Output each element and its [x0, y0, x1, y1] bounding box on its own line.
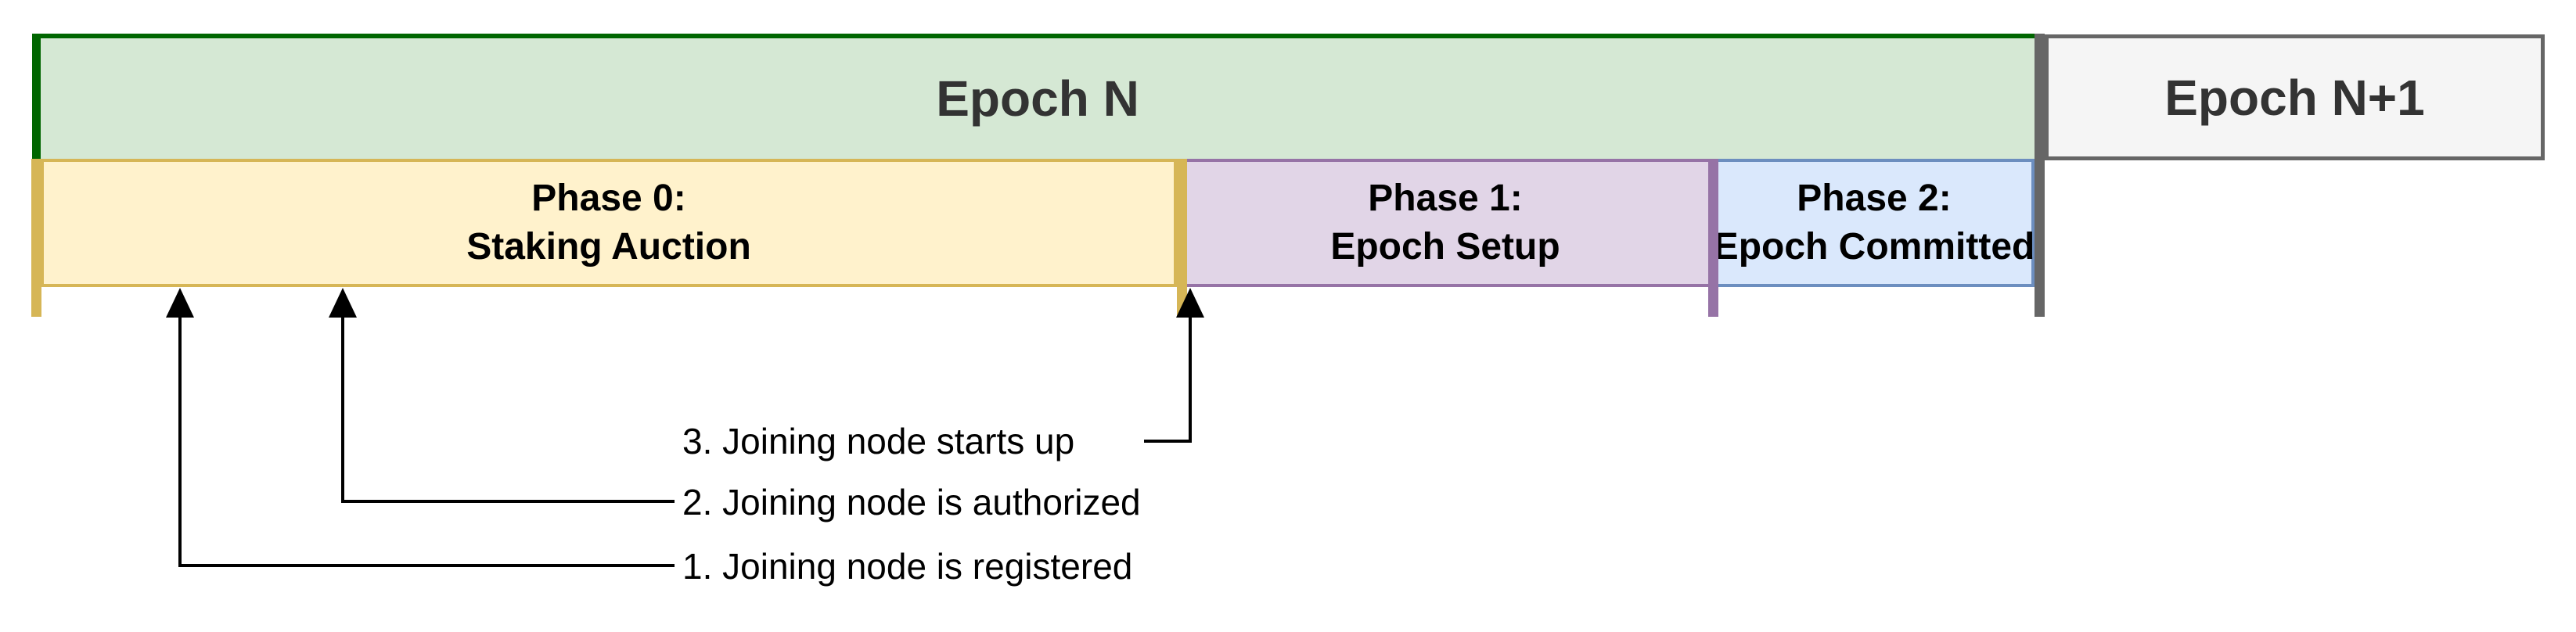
phase-2-subtitle: Epoch Committed [1713, 226, 2035, 268]
phase-0-box: Phase 0: Staking Auction [41, 159, 1177, 287]
event-2-label: 2. Joining node is authorized [682, 482, 1141, 522]
phase-2-box: Phase 2: Epoch Committed [1714, 159, 2035, 287]
phase-2-name: Phase 2: [1797, 178, 1952, 219]
event-1-label: 1. Joining node is registered [682, 546, 1133, 587]
phase-1-end-tick [1708, 159, 1718, 317]
phase-0-start-tick [31, 159, 41, 317]
event-2-arrow-stem [341, 311, 344, 501]
epoch-n-label: Epoch N [936, 70, 1139, 127]
event-3-connector-line [1144, 440, 1192, 443]
event-3-label: 3. Joining node starts up [682, 421, 1075, 461]
phase-0-end-tick [1177, 159, 1187, 317]
event-1-connector-line [178, 564, 675, 567]
epoch-n-band: Epoch N [41, 34, 2035, 159]
epoch-n1-box: Epoch N+1 [2045, 34, 2545, 160]
event-3-arrow-stem [1189, 311, 1192, 443]
phase-0-subtitle: Staking Auction [466, 226, 751, 268]
event-1-arrow-stem [178, 311, 182, 566]
epoch-n1-label: Epoch N+1 [2164, 69, 2425, 126]
phase-1-box: Phase 1: Epoch Setup [1177, 159, 1714, 287]
phase-1-name: Phase 1: [1368, 178, 1523, 219]
event-2-connector-line [341, 500, 675, 503]
epoch-n-start-tick [32, 34, 41, 159]
epoch-boundary-divider [2035, 34, 2045, 317]
phase-0-name: Phase 0: [531, 178, 686, 219]
phase-1-subtitle: Epoch Setup [1330, 226, 1560, 268]
